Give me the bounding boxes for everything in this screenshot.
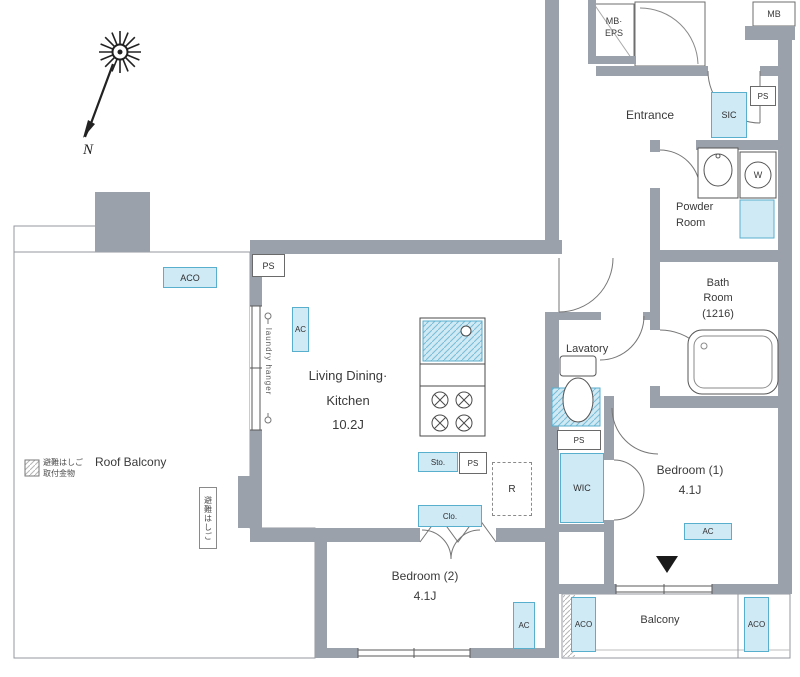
- compass-north-label: N: [82, 142, 94, 158]
- ps-shaft-ldk: PS: [252, 254, 285, 277]
- roof-balcony-area: [13, 225, 316, 659]
- mb-eps-label: MB· EPS: [604, 16, 623, 38]
- bedroom1-label: Bedroom (1) 4.1J: [656, 463, 724, 498]
- laundry-hanger-label: laundry hanger: [264, 328, 273, 396]
- bathtub: [687, 329, 779, 395]
- ps-shaft-lavatory: PS: [557, 430, 601, 450]
- bedroom2-label: Bedroom (2) 4.1J: [391, 569, 459, 604]
- mb-label: MB: [767, 9, 781, 19]
- toilet: [551, 355, 601, 427]
- powder-room-label: Powder Room: [676, 201, 714, 229]
- closet-box: Clo.: [418, 505, 482, 527]
- evacuation-ladder-bracket-label: 避難はしご 取付金物: [43, 458, 83, 479]
- stove-burners: [431, 391, 473, 432]
- sic-closet: SIC: [711, 92, 747, 138]
- walls: [95, 0, 795, 658]
- roof-balcony-label: Roof Balcony: [95, 455, 167, 469]
- wic-closet: WIC: [560, 453, 604, 523]
- kitchen-counter: [419, 317, 486, 437]
- windows: [250, 305, 713, 658]
- laundry-hanger-hook-icon: [264, 312, 272, 424]
- aco-unit-balcony-left: ACO: [571, 597, 596, 652]
- lavatory-label: Lavatory: [566, 343, 609, 355]
- ac-unit-bedroom1: AC: [684, 523, 732, 540]
- balcony-access-arrow-icon: [656, 556, 678, 573]
- aco-unit-roof-balcony: ACO: [163, 267, 217, 288]
- meter-box-outline: [593, 1, 796, 67]
- powder-room-sink: [697, 147, 739, 199]
- balcony-label: Balcony: [640, 614, 680, 626]
- bath-room-label: Bath Room (1216): [702, 277, 734, 320]
- refrigerator-space: R: [492, 462, 532, 516]
- evacuation-ladder-label: 避難はしご: [199, 487, 217, 549]
- evacuation-ladder-bracket-icon: [24, 459, 40, 477]
- entrance-label: Entrance: [625, 108, 675, 122]
- aco-unit-balcony-right: ACO: [744, 597, 769, 652]
- washer-label: W: [753, 170, 763, 180]
- ac-unit-bedroom2: AC: [513, 602, 535, 649]
- ps-shaft-entrance: PS: [750, 86, 776, 106]
- compass-icon: N: [82, 31, 141, 158]
- living-dining-kitchen-label: Living Dining· Kitchen 10.2J: [308, 368, 388, 433]
- storage-box: Sto.: [418, 452, 458, 472]
- ps-shaft-kitchen: PS: [459, 452, 487, 474]
- ac-unit-ldk: AC: [292, 307, 309, 352]
- washing-machine: [739, 151, 777, 239]
